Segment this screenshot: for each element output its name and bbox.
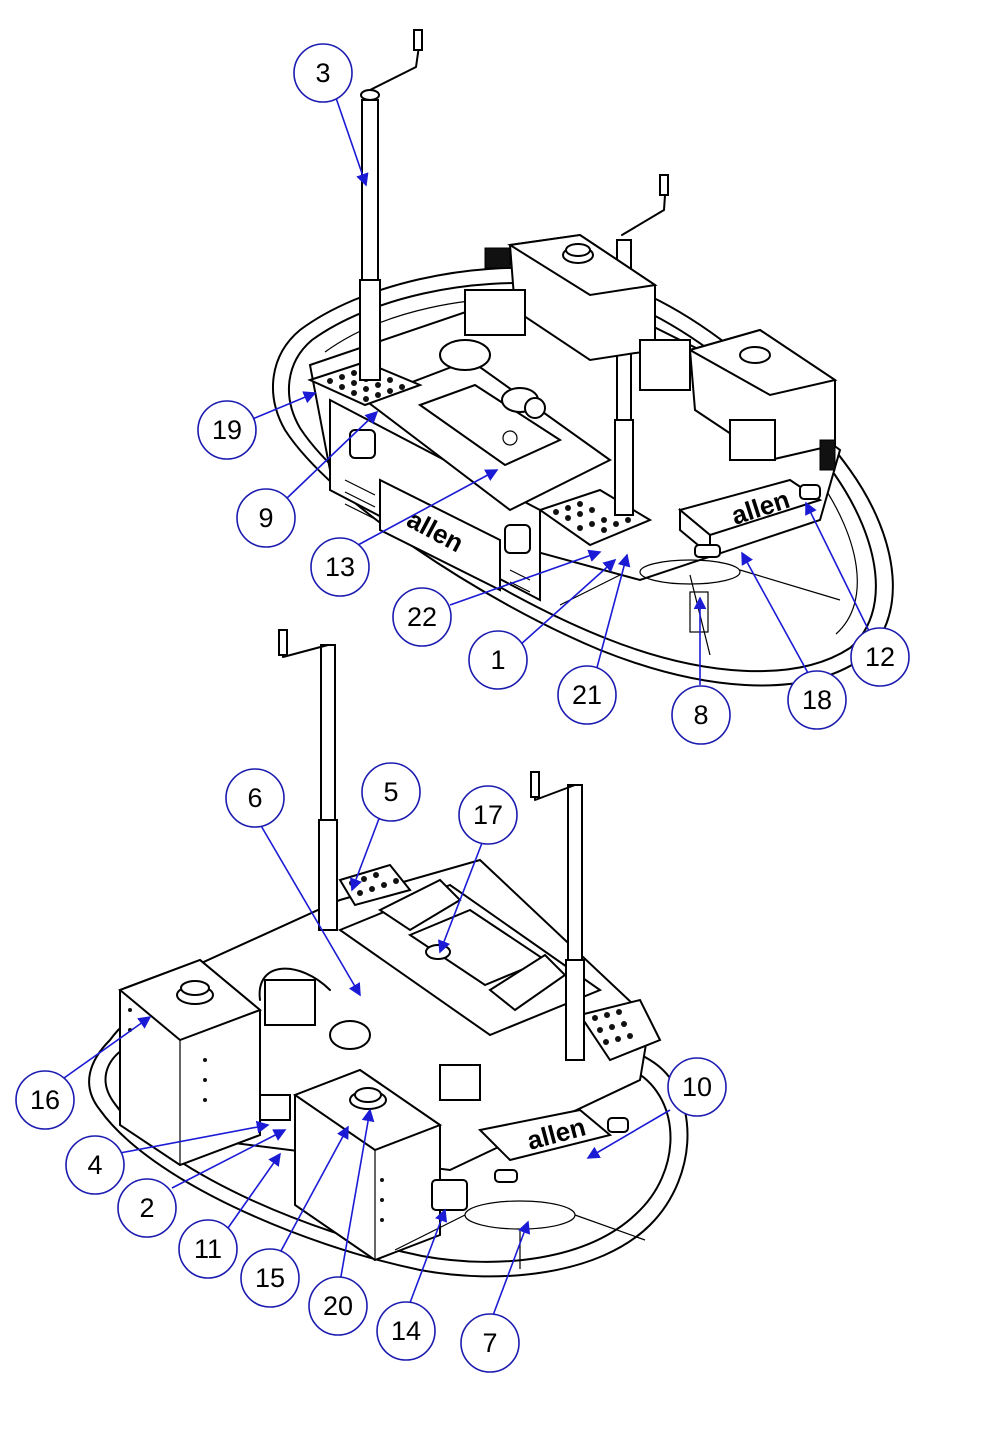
callout-7: 7: [460, 1313, 520, 1373]
svg-text:12: 12: [865, 642, 895, 672]
callout-12: 12: [850, 627, 910, 687]
bottom-machine: allen: [88, 629, 689, 1278]
svg-text:6: 6: [247, 783, 262, 813]
svg-text:13: 13: [325, 552, 355, 582]
svg-text:19: 19: [212, 415, 242, 445]
bottom-control-box: [431, 1179, 468, 1211]
callout-21: 21: [557, 665, 617, 725]
callout-4: 4: [65, 1135, 125, 1195]
svg-text:18: 18: [802, 685, 832, 715]
svg-text:16: 16: [30, 1085, 60, 1115]
callout-5: 5: [361, 762, 421, 822]
bottom-perforated-deck-right: [578, 998, 662, 1062]
top-steering-column-left: [359, 29, 423, 381]
top-tank-right: [687, 328, 838, 471]
callout-1: 1: [468, 630, 528, 690]
callout-6: 6: [225, 768, 285, 828]
callout-8: 8: [671, 685, 731, 745]
leader-lines: [63, 94, 871, 1319]
svg-text:7: 7: [482, 1328, 497, 1358]
bottom-console: [337, 878, 603, 1037]
callout-9: 9: [236, 488, 296, 548]
svg-text:2: 2: [139, 1193, 154, 1223]
callout-22: 22: [392, 587, 452, 647]
svg-text:17: 17: [473, 800, 503, 830]
callout-19: 19: [197, 400, 257, 460]
top-machine: allen allen: [272, 29, 894, 687]
svg-text:22: 22: [407, 602, 437, 632]
svg-text:11: 11: [194, 1234, 222, 1264]
callout-14: 14: [376, 1301, 436, 1361]
callout-3: 3: [293, 43, 353, 103]
bottom-steering-column-right: [530, 771, 585, 1061]
svg-text:14: 14: [391, 1316, 421, 1346]
bottom-steering-column-left: [278, 629, 338, 931]
callout-11: 11: [178, 1219, 238, 1279]
svg-text:15: 15: [255, 1263, 285, 1293]
svg-text:9: 9: [258, 503, 273, 533]
svg-text:8: 8: [693, 700, 708, 730]
top-right-endplate: allen: [677, 478, 823, 558]
bottom-drive-components: [258, 967, 481, 1121]
top-perforated-deck-left: [307, 360, 423, 407]
svg-text:3: 3: [315, 58, 330, 88]
svg-text:10: 10: [682, 1072, 712, 1102]
top-rotor-spider: [559, 559, 841, 656]
bottom-tank-left: [118, 958, 262, 1167]
svg-text:1: 1: [490, 645, 505, 675]
svg-text:5: 5: [383, 777, 398, 807]
callout-17: 17: [458, 785, 518, 845]
svg-text:20: 20: [323, 1291, 353, 1321]
callout-20: 20: [308, 1276, 368, 1336]
callout-15: 15: [240, 1248, 300, 1308]
svg-text:4: 4: [87, 1150, 102, 1180]
svg-text:21: 21: [572, 680, 602, 710]
callout-2: 2: [117, 1178, 177, 1238]
callout-18: 18: [787, 670, 847, 730]
top-drive-components: [439, 289, 776, 461]
bottom-right-endplate: allen: [477, 1108, 629, 1183]
callout-13: 13: [310, 537, 370, 597]
callout-10: 10: [667, 1057, 727, 1117]
callout-16: 16: [15, 1070, 75, 1130]
